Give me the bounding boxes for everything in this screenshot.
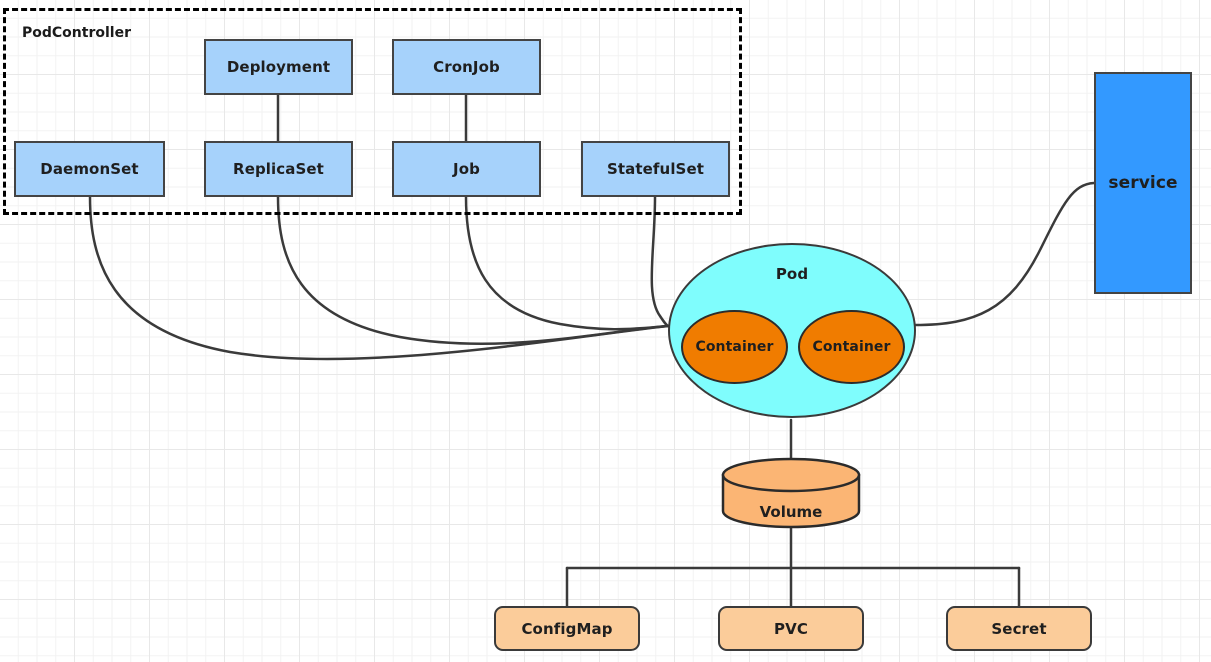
node-cronjob[interactable]: CronJob [392, 39, 541, 95]
node-secret-label: Secret [991, 619, 1047, 638]
node-container-2[interactable]: Container [798, 310, 905, 384]
node-deployment[interactable]: Deployment [204, 39, 353, 95]
node-volume-label: Volume [759, 503, 823, 521]
node-daemonset-label: DaemonSet [40, 160, 139, 178]
node-configmap[interactable]: ConfigMap [494, 606, 640, 651]
node-statefulset[interactable]: StatefulSet [581, 141, 730, 197]
edge-pod-service [913, 181, 1096, 327]
node-pod-label: Pod [775, 265, 809, 283]
node-statefulset-label: StatefulSet [606, 160, 705, 178]
node-job-label: Job [453, 160, 480, 178]
node-job[interactable]: Job [392, 141, 541, 197]
edge-statefulset-pod [650, 195, 670, 328]
node-replicaset-label: ReplicaSet [233, 160, 324, 178]
node-pvc-label: PVC [774, 619, 808, 638]
node-service-label: service [1108, 173, 1178, 193]
node-deployment-label: Deployment [226, 58, 331, 76]
node-pvc[interactable]: PVC [718, 606, 864, 651]
pod-controller-label: PodController [22, 25, 131, 41]
node-volume[interactable]: Volume [721, 457, 861, 529]
node-container-2-label: Container [812, 339, 891, 355]
node-service[interactable]: service [1094, 72, 1192, 294]
edge-daemonset-pod [88, 195, 670, 361]
pod-controller-group [3, 8, 742, 215]
edge-replicaset-pod [276, 195, 670, 345]
node-cronjob-label: CronJob [433, 58, 500, 76]
volume-cylinder-shape [721, 457, 861, 529]
node-container-1-label: Container [695, 339, 774, 355]
node-container-1[interactable]: Container [681, 310, 788, 384]
node-replicaset[interactable]: ReplicaSet [204, 141, 353, 197]
node-configmap-label: ConfigMap [521, 619, 613, 638]
edge-job-pod [464, 195, 670, 331]
node-secret[interactable]: Secret [946, 606, 1092, 651]
node-daemonset[interactable]: DaemonSet [14, 141, 165, 197]
